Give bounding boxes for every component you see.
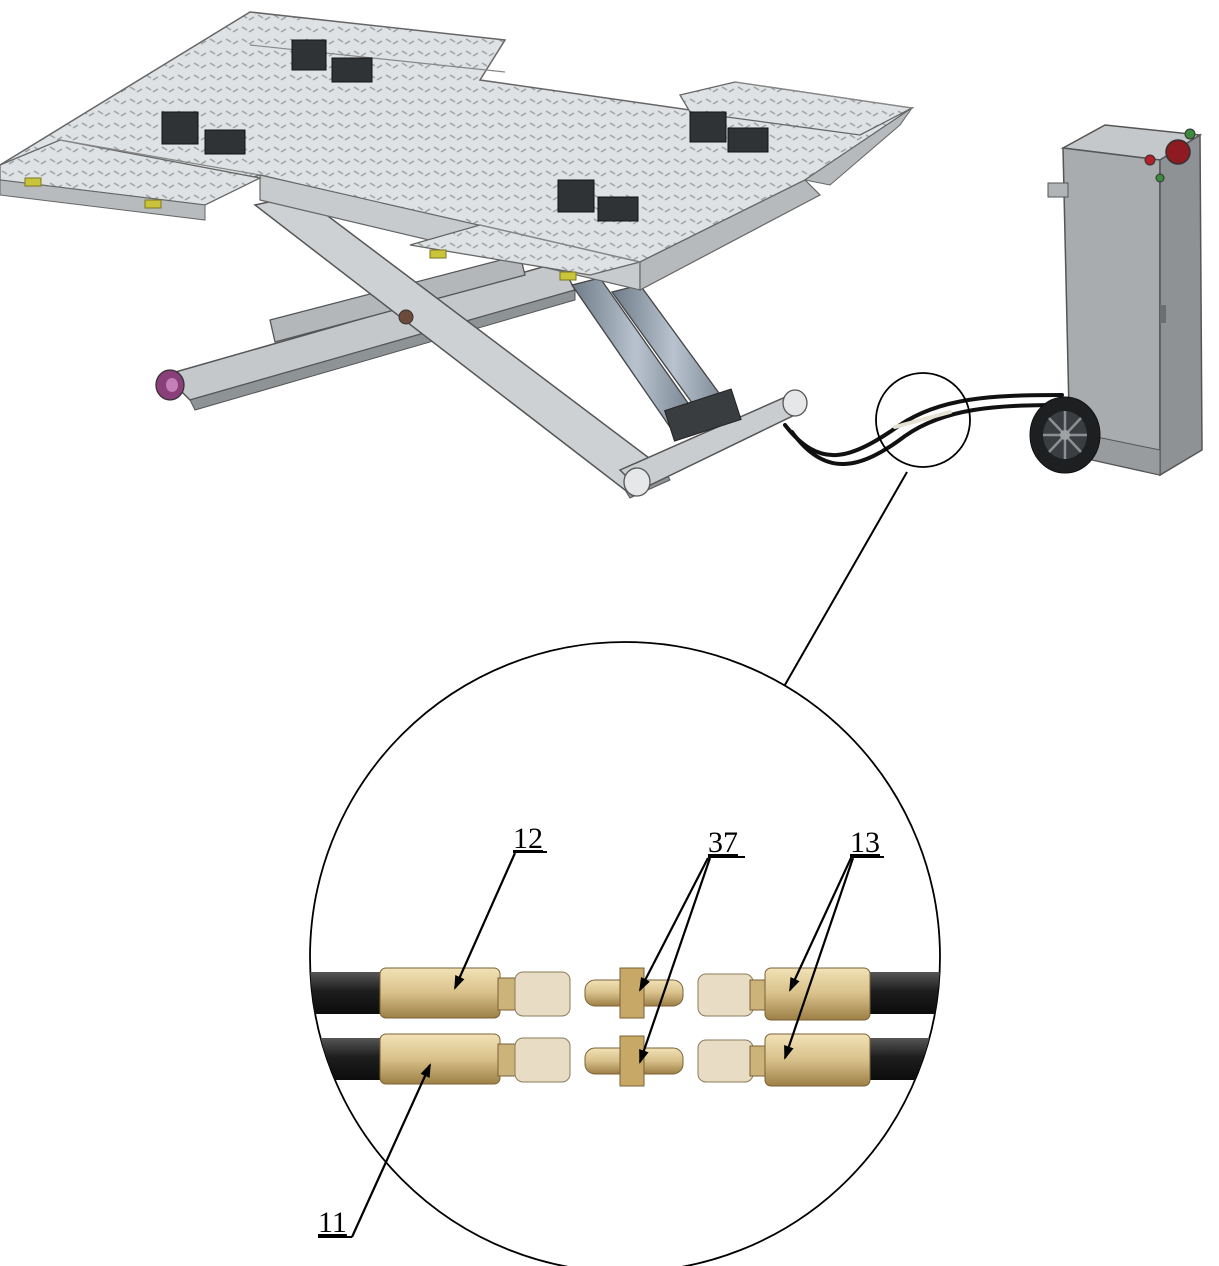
scissor-lift (0, 11, 915, 499)
red-button-icon (1144, 154, 1156, 166)
callout-11: 11 (318, 1206, 347, 1239)
hose-right-upper (860, 972, 940, 1014)
hydraulic-hoses (783, 393, 1066, 466)
green-button-icon (1184, 128, 1196, 140)
left-extension-plate (0, 139, 263, 206)
hose-left-lower (310, 1038, 390, 1080)
arrow-37-upper (639, 857, 709, 992)
fitting-11 (379, 1033, 571, 1085)
callout-13: 13 (850, 826, 880, 859)
arrow-13-lower (783, 857, 855, 1060)
fitting-13-lower (697, 1033, 871, 1087)
adapter-37-upper (584, 967, 684, 1019)
magnifier-indicator (777, 372, 971, 698)
arrow-37-lower (638, 857, 712, 1064)
power-unit-cabinet (1029, 124, 1203, 477)
arrow-13-upper (789, 857, 852, 992)
fitting-13-upper (697, 967, 871, 1021)
detail-view: 12 37 13 11 (309, 641, 941, 1266)
callout-12: 12 (513, 822, 543, 855)
hose-left-upper (310, 972, 390, 1014)
hydraulic-cylinders (570, 277, 742, 442)
arrow-11 (350, 1063, 432, 1238)
right-extension-plate (678, 81, 915, 136)
cabinet-wheel (1029, 396, 1101, 474)
roller-knob (155, 369, 185, 401)
arrow-12 (453, 852, 517, 990)
callout-37: 37 (708, 826, 738, 859)
adapter-37-lower (584, 1035, 684, 1087)
rubber-blocks (161, 39, 769, 222)
yellow-tabs (24, 177, 577, 281)
pressure-gauge-icon (1165, 139, 1191, 165)
hose-right-lower (860, 1038, 940, 1080)
fitting-12 (379, 967, 571, 1019)
